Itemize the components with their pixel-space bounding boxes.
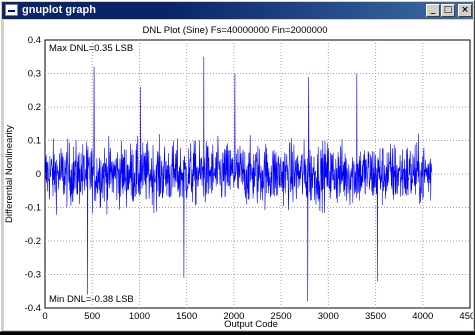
x-tick-label: 2500 [271, 311, 292, 322]
x-tick-label: 500 [84, 311, 100, 322]
gnuplot-app-icon[interactable] [5, 4, 18, 16]
x-tick-label: 2000 [223, 311, 244, 322]
x-tick-label: 0 [42, 311, 47, 322]
title-bar[interactable]: gnuplot graph _ □ × [2, 2, 473, 19]
x-tick-label: 3000 [318, 311, 339, 322]
x-tick-label: 3500 [365, 311, 386, 322]
y-tick-labels: 0.4 0.3 0.2 0.1 0 -0.1 -0.2 -0.3 -0.4 [25, 35, 41, 314]
min-dnl-annotation: Min DNL=-0.38 LSB [49, 294, 134, 305]
y-tick-label: 0.1 [28, 136, 41, 147]
chart-title: DNL Plot (Sine) Fs=40000000 Fin=2000000 [142, 25, 327, 36]
y-tick-label: -0.4 [25, 303, 41, 314]
x-tick-label: 4000 [412, 311, 433, 322]
max-dnl-annotation: Max DNL=0.35 LSB [49, 43, 133, 54]
close-button[interactable]: × [458, 4, 472, 17]
dnl-series-line [44, 56, 432, 302]
y-tick-label: -0.3 [25, 270, 41, 281]
minimize-button[interactable]: _ [426, 4, 440, 17]
y-tick-label: 0 [36, 169, 41, 180]
x-axis-label: Output Code [224, 319, 278, 330]
x-tick-label: 1000 [129, 311, 150, 322]
grid-lines [45, 40, 470, 308]
maximize-button[interactable]: □ [441, 4, 455, 17]
y-tick-label: -0.1 [25, 203, 41, 214]
y-tick-label: 0.3 [28, 69, 41, 80]
x-tick-label: 1500 [176, 311, 197, 322]
y-tick-label: 0.4 [28, 35, 41, 46]
y-axis-label: Differential Nonlinearity [4, 125, 15, 223]
y-tick-label: -0.2 [25, 236, 41, 247]
y-tick-label: 0.2 [28, 102, 41, 113]
window-title: gnuplot graph [22, 4, 96, 16]
